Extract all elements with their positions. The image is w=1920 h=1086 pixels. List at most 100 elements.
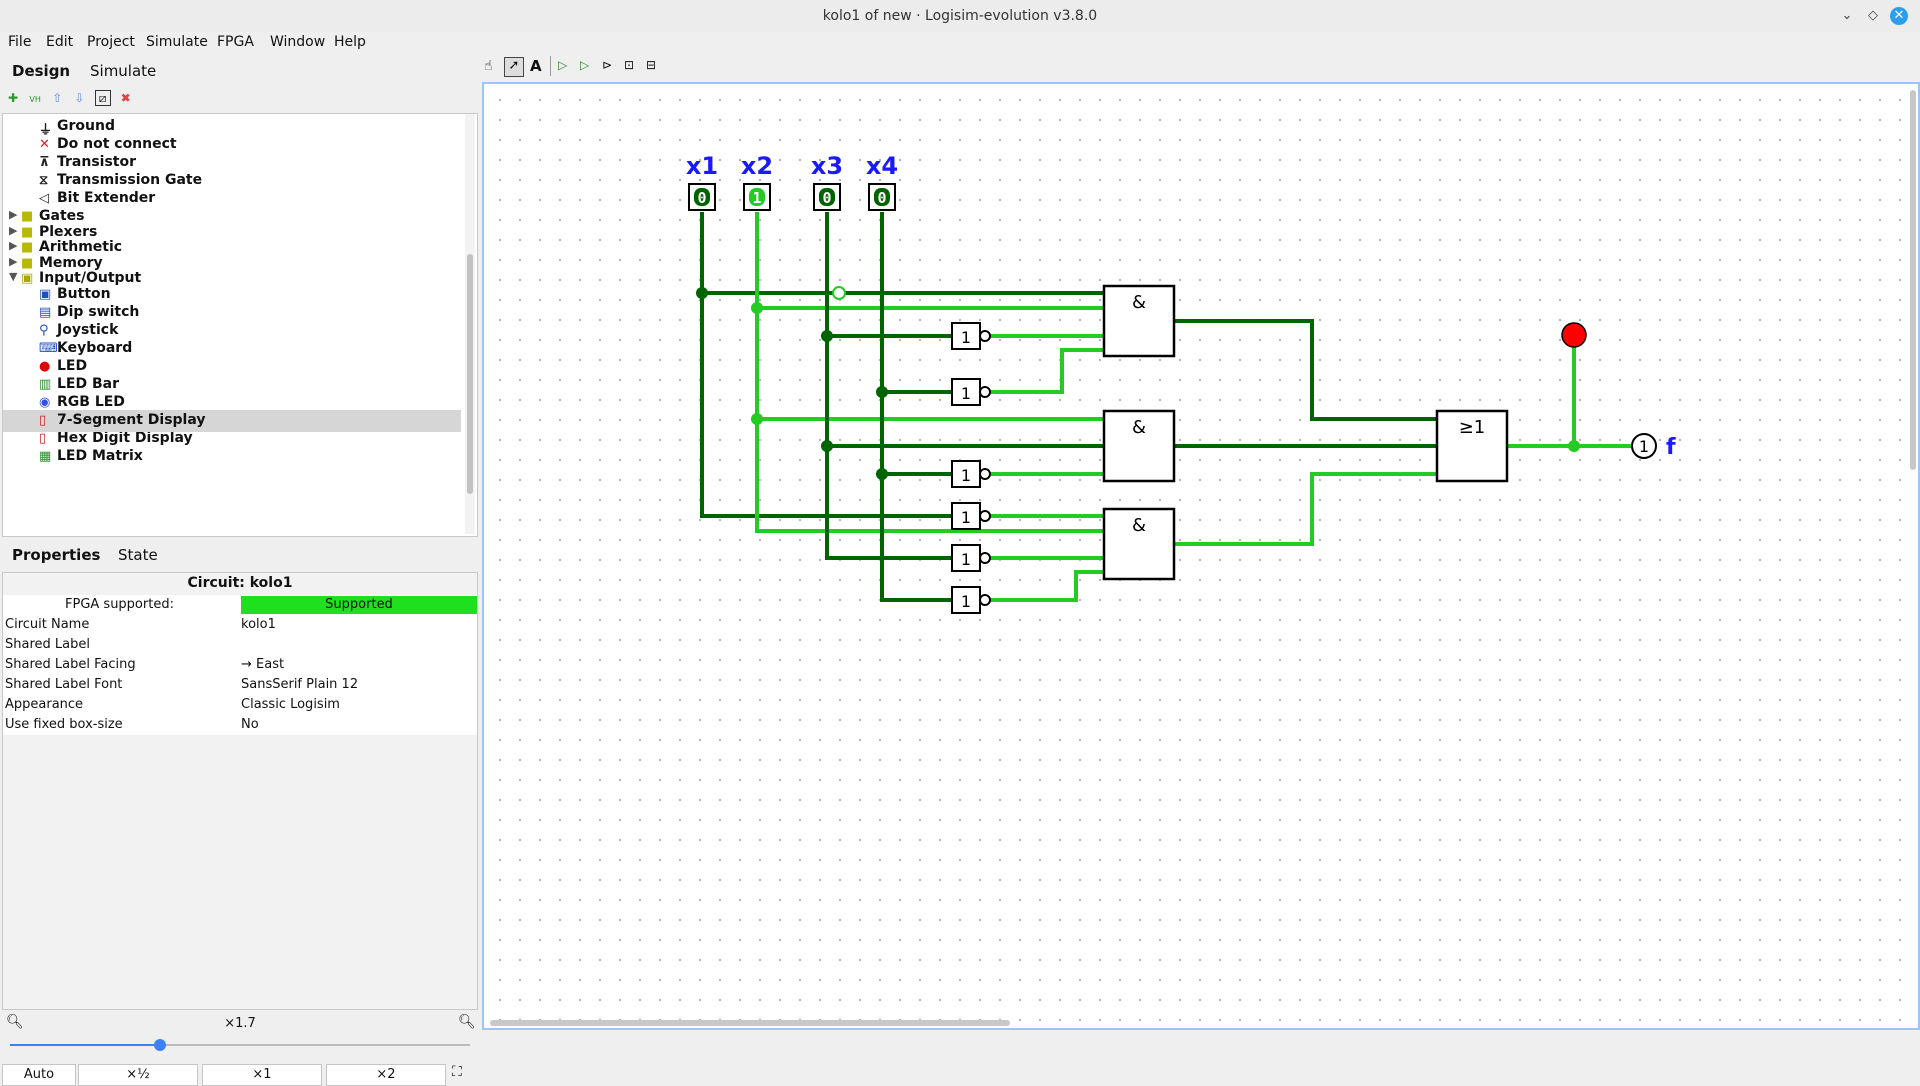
xor-gate-icon[interactable]: ⊳: [602, 58, 613, 72]
prop-value[interactable]: kolo1: [241, 617, 276, 632]
tree-item[interactable]: ◁Bit Extender: [3, 188, 461, 210]
prop-row-shared-label[interactable]: Shared Label: [3, 635, 477, 655]
not-gate-label: 1: [961, 466, 971, 485]
tab-simulate[interactable]: Simulate: [90, 62, 157, 80]
prop-key: Shared Label: [5, 637, 90, 652]
tree-item[interactable]: ▼▣Input/Output: [3, 268, 461, 290]
move-down-icon[interactable]: ⇩: [74, 91, 85, 105]
not-gate: [951, 378, 981, 406]
wire-x2: [755, 212, 1104, 533]
prop-value[interactable]: SansSerif Plain 12: [241, 677, 359, 692]
tree-item-label: Button: [57, 286, 111, 302]
prop-row-label-facing[interactable]: Shared Label Facing → East: [3, 655, 477, 675]
zoom-2x-button[interactable]: ×2: [326, 1064, 446, 1086]
input-pin-value: 0: [822, 189, 831, 207]
prop-value[interactable]: Classic Logisim: [241, 697, 340, 712]
prop-row-fixed-box[interactable]: Use fixed box-size No: [3, 715, 477, 735]
tree-item-label: 7-Segment Display: [57, 412, 206, 428]
ground-icon: ⏚: [39, 123, 53, 138]
prop-row-label-font[interactable]: Shared Label Font SansSerif Plain 12: [3, 675, 477, 695]
canvas-vscrollbar[interactable]: [1910, 90, 1916, 470]
tree-item[interactable]: ▶■Memory: [3, 253, 461, 275]
tree-item[interactable]: ▯Hex Digit Display: [3, 428, 461, 450]
explorer-toolbar: ✚ VH ⇧ ⇩ ⧄ ✖: [6, 90, 137, 108]
collapse-arrow-icon[interactable]: ▼: [9, 270, 18, 284]
output-pin-icon[interactable]: ⊟: [646, 58, 657, 72]
add-vhdl-icon[interactable]: VH: [29, 95, 41, 104]
tree-item[interactable]: ▶■Plexers: [3, 222, 461, 244]
fit-screen-icon[interactable]: ⛶: [452, 1064, 462, 1080]
transmission-gate-icon: ⧖: [39, 173, 49, 188]
folder-icon: ■: [21, 255, 34, 271]
tree-item[interactable]: ▶■Gates: [3, 206, 461, 228]
tree-scrollbar[interactable]: [465, 114, 475, 534]
cross-icon: ✕: [39, 137, 50, 152]
prop-key: Appearance: [5, 697, 84, 712]
tree-item[interactable]: ▣Button: [3, 284, 461, 306]
move-up-icon[interactable]: ⇧: [52, 91, 63, 105]
tab-state[interactable]: State: [118, 546, 158, 564]
zoom-auto-button[interactable]: Auto: [2, 1064, 76, 1086]
tree-item[interactable]: ⧖Transmission Gate: [3, 170, 461, 192]
add-circuit-icon[interactable]: ✚: [7, 91, 19, 105]
and-gate-label: &: [1132, 292, 1146, 313]
tree-item[interactable]: ⚲Joystick: [3, 320, 461, 342]
zoom-half-button[interactable]: ×½: [78, 1064, 198, 1086]
tree-item[interactable]: ▯7-Segment Display: [3, 410, 461, 432]
led-icon: ●: [39, 359, 51, 374]
expand-arrow-icon[interactable]: ▶: [9, 239, 18, 253]
canvas-hscrollbar[interactable]: [490, 1020, 1010, 1026]
prop-row-appearance[interactable]: Appearance Classic Logisim: [3, 695, 477, 715]
window-title: kolo1 of new · Logisim-evolution v3.8.0: [822, 8, 1098, 24]
text-tool-icon[interactable]: A: [530, 57, 542, 75]
tab-design[interactable]: Design: [12, 62, 71, 80]
close-button[interactable]: ✕: [1890, 7, 1908, 25]
menu-simulate[interactable]: Simulate: [146, 34, 208, 50]
prop-value[interactable]: → East: [241, 657, 285, 672]
tree-item[interactable]: ▤Dip switch: [3, 302, 461, 324]
zoom-in-icon[interactable]: 🔍︎: [458, 1014, 476, 1030]
crossing-marker: [832, 286, 846, 300]
tree-item[interactable]: ▶■Arithmetic: [3, 237, 461, 259]
tree-item[interactable]: ◉RGB LED: [3, 392, 461, 414]
expand-arrow-icon[interactable]: ▶: [9, 254, 18, 268]
or-gate-icon[interactable]: ▷: [580, 58, 590, 72]
tree-item[interactable]: ▥LED Bar: [3, 374, 461, 396]
hand-tool-icon[interactable]: ☝: [484, 58, 493, 74]
zoom-1x-button[interactable]: ×1: [202, 1064, 322, 1086]
maximize-button[interactable]: ◇: [1868, 8, 1878, 23]
tree-item[interactable]: ●LED: [3, 356, 461, 378]
tree-item[interactable]: ✕Do not connect: [3, 134, 461, 156]
tree-item[interactable]: ⊼Transistor: [3, 152, 461, 174]
delete-icon[interactable]: ✖: [120, 91, 131, 105]
tree-item[interactable]: ⌨Keyboard: [3, 338, 461, 360]
menu-help[interactable]: Help: [334, 34, 366, 50]
zoom-slider-handle[interactable]: [154, 1039, 166, 1051]
zoom-out-icon[interactable]: 🔍︎: [6, 1014, 24, 1030]
expand-arrow-icon[interactable]: ▶: [9, 208, 18, 221]
or-gate-label: ≥1: [1459, 417, 1486, 438]
not-bubble: [979, 510, 991, 522]
expand-arrow-icon[interactable]: ▶: [9, 223, 18, 237]
prop-value[interactable]: No: [241, 717, 259, 732]
minimize-button[interactable]: ⌄: [1841, 8, 1853, 23]
menu-project[interactable]: Project: [87, 34, 135, 50]
menu-file[interactable]: File: [8, 34, 32, 50]
and-gate-label: &: [1132, 515, 1146, 536]
tab-properties[interactable]: Properties: [12, 546, 101, 564]
menu-fpga[interactable]: FPGA: [217, 34, 254, 50]
menu-window[interactable]: Window: [270, 34, 326, 50]
not-bubble: [979, 386, 991, 398]
select-tool-icon[interactable]: ➚: [504, 57, 524, 77]
prop-row-circuit-name[interactable]: Circuit Name kolo1: [3, 615, 477, 635]
buffer-gate-icon[interactable]: ▷: [558, 58, 568, 72]
title-bar: kolo1 of new · Logisim-evolution v3.8.0 …: [0, 0, 1920, 33]
input-pin-icon[interactable]: ⊡: [624, 58, 635, 72]
edit-appearance-icon[interactable]: ⧄: [94, 90, 111, 106]
tree-item[interactable]: ▦LED Matrix: [3, 446, 461, 468]
menu-edit[interactable]: Edit: [46, 34, 74, 50]
not-bubble: [979, 468, 991, 480]
tree-item[interactable]: ⏚Ground: [3, 116, 461, 138]
